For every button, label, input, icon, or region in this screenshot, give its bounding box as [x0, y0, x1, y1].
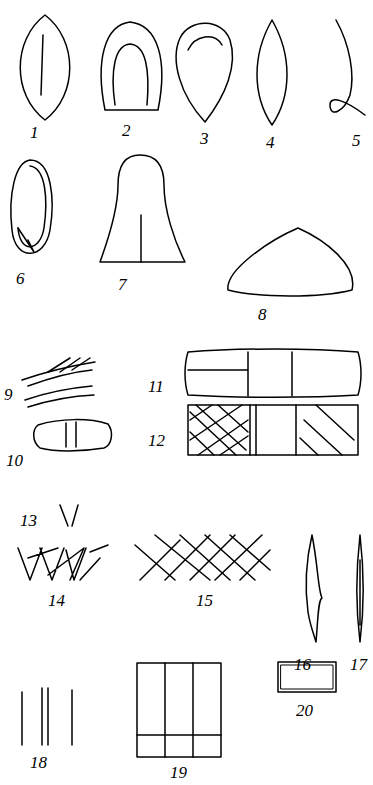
callout-number: 14 [48, 592, 65, 609]
callout-number: 18 [30, 754, 47, 771]
callout-number: 13 [20, 512, 37, 529]
callout-number: 3 [200, 130, 209, 147]
callout-number: 20 [296, 702, 313, 719]
callout-number: 2 [122, 122, 131, 139]
callout-number: 19 [170, 764, 187, 781]
callout-number: 5 [352, 132, 361, 149]
callout-number: 10 [6, 452, 23, 469]
callout-number: 9 [4, 386, 13, 403]
callout-number: 11 [148, 378, 164, 395]
callout-number: 8 [258, 306, 267, 323]
callout-number: 4 [266, 134, 275, 151]
callout-number: 6 [16, 270, 25, 287]
callout-number: 12 [148, 432, 165, 449]
callout-number: 16 [294, 656, 311, 673]
callout-number: 7 [118, 276, 127, 293]
callout-number: 15 [196, 592, 213, 609]
callout-number: 1 [30, 124, 39, 141]
callout-number: 17 [350, 656, 367, 673]
